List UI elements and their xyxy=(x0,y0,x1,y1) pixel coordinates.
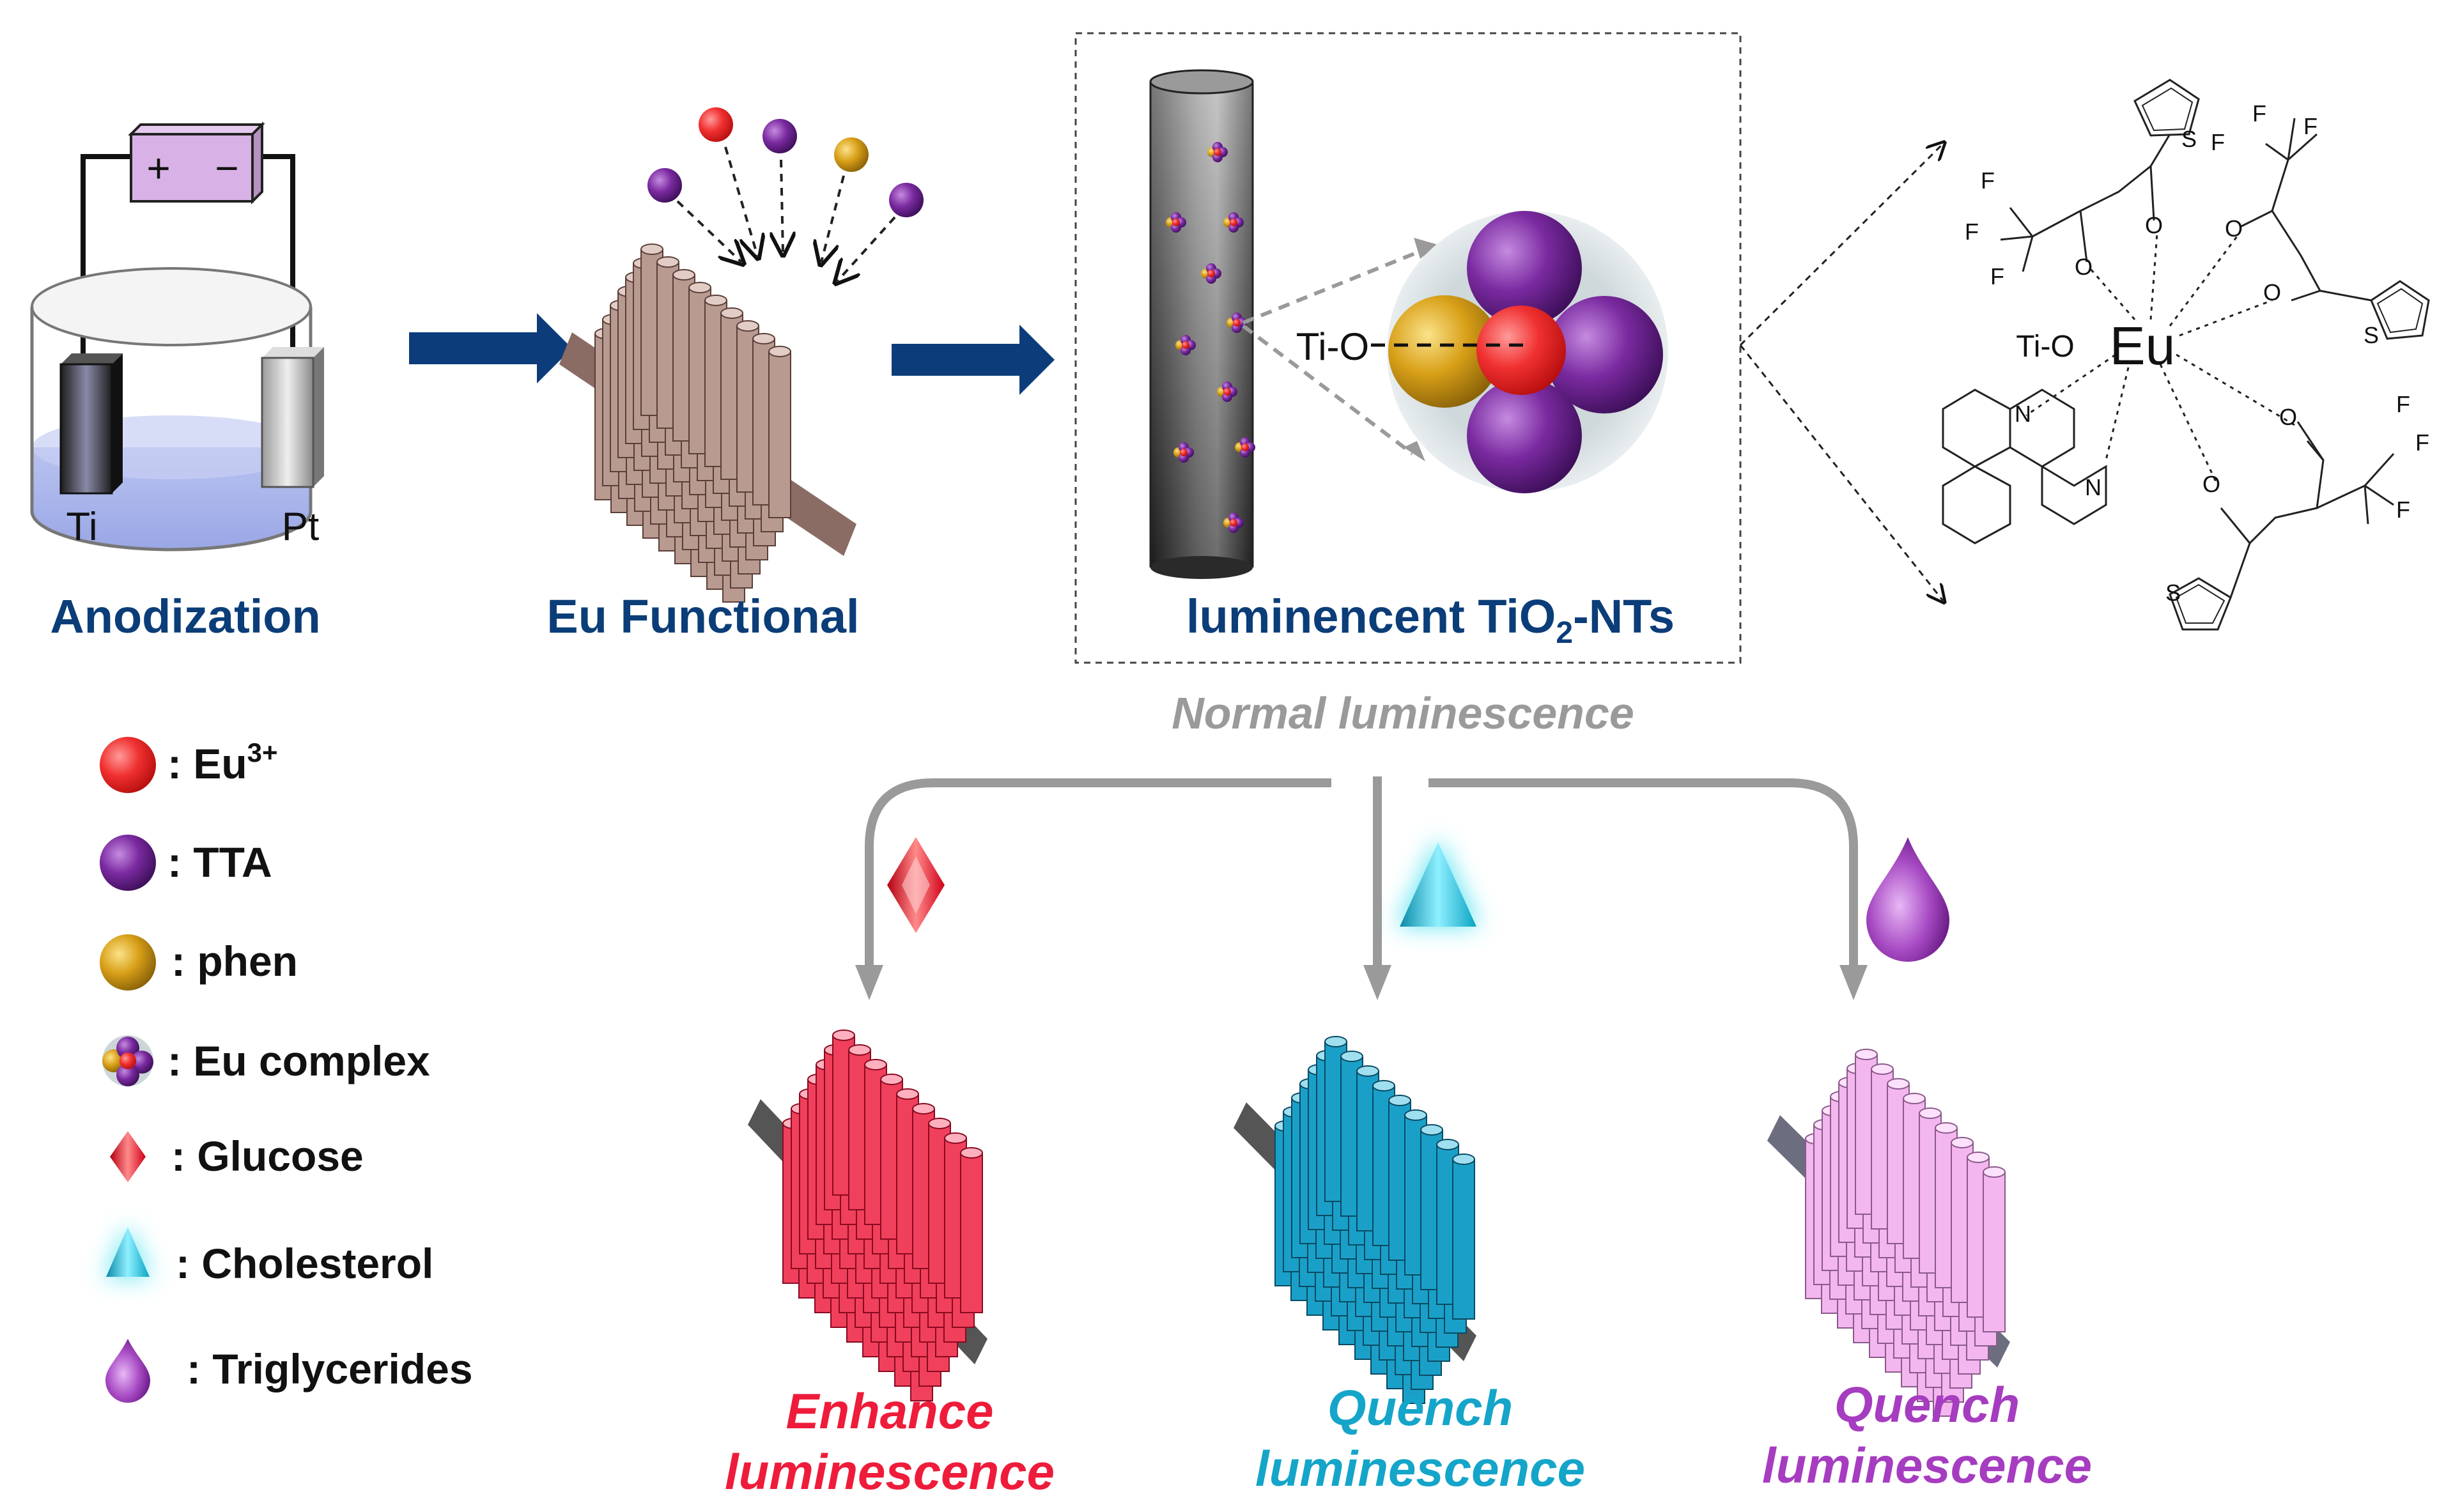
pink-array xyxy=(1767,1049,2010,1417)
drop-icon xyxy=(105,1339,150,1403)
svg-text:O: O xyxy=(2279,404,2297,430)
outcome-label-line1: Enhance xyxy=(786,1383,993,1439)
svg-text:O: O xyxy=(2263,279,2281,305)
ti-label: Ti xyxy=(66,505,97,549)
tta-dot xyxy=(762,119,797,153)
tube-complex-icon xyxy=(1207,142,1228,162)
luminescent-box xyxy=(1074,32,1742,664)
tube-complex-icon xyxy=(1235,437,1255,458)
outcome-label-line2: luminescence xyxy=(725,1444,1055,1500)
legend-label: : TTA xyxy=(167,838,272,886)
triglycerides-drop-icon xyxy=(1866,837,1949,962)
svg-text:S: S xyxy=(2181,126,2197,152)
legend: : Eu3+ : TTA : phen : Eu complex : Glucose : … xyxy=(100,737,473,1403)
diamond-icon xyxy=(110,1131,146,1182)
molecule-center-label: Eu xyxy=(2110,316,2176,376)
tube-complex-icon xyxy=(1166,212,1186,233)
legend-label: : Eu complex xyxy=(167,1037,430,1084)
tube-complex-icon xyxy=(1223,212,1244,233)
phen-dot xyxy=(100,934,156,991)
red-array xyxy=(748,1030,987,1401)
glucose-diamond-icon xyxy=(887,837,945,933)
tta-dot xyxy=(100,835,156,891)
eu-complex-structure xyxy=(1942,79,2430,631)
branch-arrows xyxy=(865,776,1858,971)
power-supply: + − xyxy=(128,121,265,204)
svg-text:O: O xyxy=(2145,212,2163,238)
molecule-atom-labels: S F F F F F F O O O O S F F F O O N N S xyxy=(1965,100,2429,606)
outcome-label-line1: Quench xyxy=(1834,1377,2020,1433)
normal-luminescence-label: Normal luminescence xyxy=(1172,688,1634,738)
plus-sign: + xyxy=(146,145,170,191)
tta-dot xyxy=(889,183,924,217)
molecule-anchor-label: Ti-O xyxy=(2016,330,2075,364)
eu-ion-dot xyxy=(699,107,733,142)
anodization-cell: + − Ti Pt xyxy=(30,121,324,552)
pt-electrode xyxy=(261,347,324,488)
outcome-label-line1: Quench xyxy=(1327,1380,1513,1436)
svg-text:F: F xyxy=(1965,219,1979,245)
process-arrow-1 xyxy=(409,313,572,383)
tta-dot xyxy=(647,168,682,203)
phen-dot xyxy=(834,137,869,172)
ti-electrode xyxy=(59,353,123,495)
svg-text:F: F xyxy=(1990,263,2004,289)
process-arrow-2 xyxy=(892,325,1055,395)
complex-icon xyxy=(102,1035,153,1086)
step-label-eu-functional: Eu Functional xyxy=(546,590,859,643)
outcome-label-line2: luminescence xyxy=(1255,1440,1585,1497)
cholesterol-triangle-icon xyxy=(1397,837,1480,927)
svg-text:F: F xyxy=(2396,497,2410,523)
pt-label: Pt xyxy=(282,505,320,549)
triangle-icon xyxy=(104,1224,152,1278)
tube-complex-icon xyxy=(1201,263,1221,284)
legend-label: : phen xyxy=(171,937,298,985)
tube-complex-icon xyxy=(1173,442,1194,463)
legend-label: : Eu3+ xyxy=(167,737,278,787)
eu3-dot xyxy=(100,737,156,793)
eu-complex-zoom: Ti-O xyxy=(1296,211,1668,493)
svg-text:O: O xyxy=(2202,471,2220,497)
legend-label: : Glucose xyxy=(171,1132,364,1180)
tube-complex-icon xyxy=(1223,513,1244,533)
svg-text:F: F xyxy=(2303,113,2318,139)
svg-text:N: N xyxy=(2085,474,2102,500)
bond-label: Ti-O xyxy=(1296,325,1369,368)
svg-text:F: F xyxy=(1981,167,1995,194)
step-label-anodization: Anodization xyxy=(50,590,320,643)
svg-text:F: F xyxy=(2211,129,2225,155)
step-label-luminescent: luminencent TiO2-NTs xyxy=(1186,590,1675,650)
nanotube xyxy=(1149,69,1255,579)
svg-text:O: O xyxy=(2075,254,2093,280)
svg-text:O: O xyxy=(2225,215,2243,242)
svg-text:S: S xyxy=(2165,580,2181,606)
blue-array xyxy=(1234,1036,1476,1404)
svg-text:F: F xyxy=(2396,391,2410,417)
outcome-label-line2: luminescence xyxy=(1762,1437,2092,1493)
svg-text:F: F xyxy=(2252,100,2266,127)
legend-label: : Cholesterol xyxy=(176,1240,433,1287)
legend-label: : Triglycerides xyxy=(187,1345,473,1392)
tube-complex-icon xyxy=(1175,335,1196,355)
svg-text:S: S xyxy=(2364,322,2379,348)
eu-functional-array xyxy=(559,107,924,603)
svg-text:N: N xyxy=(2015,401,2031,427)
tube-complex-icon xyxy=(1217,382,1237,402)
svg-text:F: F xyxy=(2415,429,2429,456)
minus-sign: − xyxy=(215,145,238,191)
